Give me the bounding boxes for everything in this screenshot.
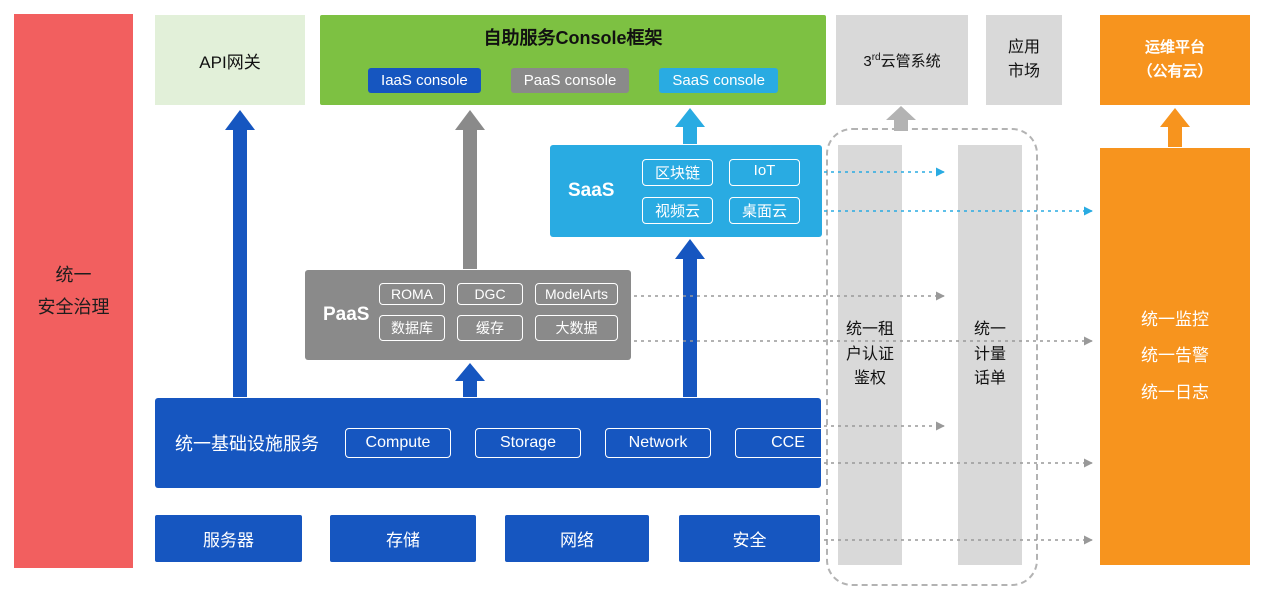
arrow-om-column-to-om-platform: [1160, 108, 1190, 147]
saas-service-iot: IoT: [729, 159, 801, 186]
security-governance-label: 统一 安全治理: [37, 264, 110, 317]
unified-metering-column: 统一 计量 话单: [958, 145, 1022, 565]
saas-services-grid: 区块链 IoT 视频云 桌面云: [642, 159, 801, 224]
paas-service-bigdata: 大数据: [535, 315, 619, 341]
paas-service-database: 数据库: [379, 315, 445, 341]
resource-server-box: 服务器: [155, 515, 302, 562]
arrow-paas-to-console: [455, 110, 485, 269]
unified-infrastructure-box: 统一基础设施服务 Compute Storage Network CCE: [155, 398, 841, 488]
paas-label: PaaS: [323, 304, 370, 325]
security-governance-bar: 统一 安全治理: [14, 14, 133, 568]
paas-service-cache: 缓存: [457, 315, 523, 341]
resource-security-label: 安全: [732, 531, 767, 550]
app-marketplace-label: 应用 市场: [1007, 39, 1040, 80]
unified-monitoring-label: 统一监控 统一告警 统一日志: [1141, 309, 1209, 402]
third-party-cloud-mgmt-box: 3rd云管系统: [836, 15, 968, 105]
unified-monitoring-column: 统一监控 统一告警 统一日志: [1100, 148, 1250, 565]
unified-infrastructure-label: 统一基础设施服务: [175, 434, 319, 454]
arrow-iaas-to-saas: [675, 239, 705, 397]
saas-box: SaaS 区块链 IoT 视频云 桌面云: [550, 145, 822, 237]
paas-service-roma: ROMA: [379, 283, 445, 305]
om-platform-label: 运维平台 （公有云）: [1137, 39, 1213, 80]
infra-service-compute: Compute: [345, 428, 451, 458]
resource-security-box: 安全: [679, 515, 820, 562]
resource-storage-label: 存储: [386, 531, 420, 550]
unified-metering-label: 统一 计量 话单: [973, 320, 1006, 388]
paas-service-dgc: DGC: [457, 283, 523, 305]
resource-storage-box: 存储: [330, 515, 476, 562]
iaas-console-chip: IaaS console: [368, 68, 481, 93]
app-marketplace-box: 应用 市场: [986, 15, 1062, 105]
ordinal-superscript: rd: [871, 51, 881, 63]
paas-services-grid: ROMA DGC ModelArts 数据库 缓存 大数据: [379, 283, 619, 341]
console-framework-box: 自助服务Console框架 IaaS console PaaS console …: [320, 15, 826, 105]
saas-console-chip: SaaS console: [659, 68, 778, 93]
console-chip-row: IaaS console PaaS console SaaS console: [320, 68, 826, 93]
infra-service-storage: Storage: [475, 428, 581, 458]
resource-network-label: 网络: [560, 531, 594, 550]
api-gateway-label: API网关: [199, 52, 261, 72]
arrow-iaas-to-api-gateway: [225, 110, 255, 397]
arrow-saas-to-console: [675, 108, 705, 144]
saas-label: SaaS: [568, 180, 615, 201]
resource-server-label: 服务器: [203, 531, 254, 550]
paas-console-chip: PaaS console: [510, 68, 630, 93]
om-platform-box: 运维平台 （公有云）: [1100, 15, 1250, 105]
infrastructure-services-row: Compute Storage Network CCE: [345, 398, 841, 488]
arrow-iaas-to-paas: [455, 363, 485, 397]
saas-service-desktop-cloud: 桌面云: [729, 197, 801, 224]
saas-service-video-cloud: 视频云: [642, 197, 714, 224]
infra-service-network: Network: [605, 428, 711, 458]
resource-network-box: 网络: [505, 515, 649, 562]
saas-service-blockchain: 区块链: [642, 159, 714, 186]
unified-tenant-auth-column: 统一租 户认证 鉴权: [838, 145, 902, 565]
third-party-cloud-mgmt-label: 3rd云管系统: [863, 51, 941, 70]
api-gateway-box: API网关: [155, 15, 305, 105]
unified-tenant-auth-label: 统一租 户认证 鉴权: [845, 320, 894, 388]
paas-service-modelarts: ModelArts: [535, 283, 619, 305]
tenant-services-dashed-container: [826, 128, 1038, 586]
paas-box: PaaS ROMA DGC ModelArts 数据库 缓存 大数据: [305, 270, 631, 360]
console-framework-title: 自助服务Console框架: [483, 28, 663, 48]
